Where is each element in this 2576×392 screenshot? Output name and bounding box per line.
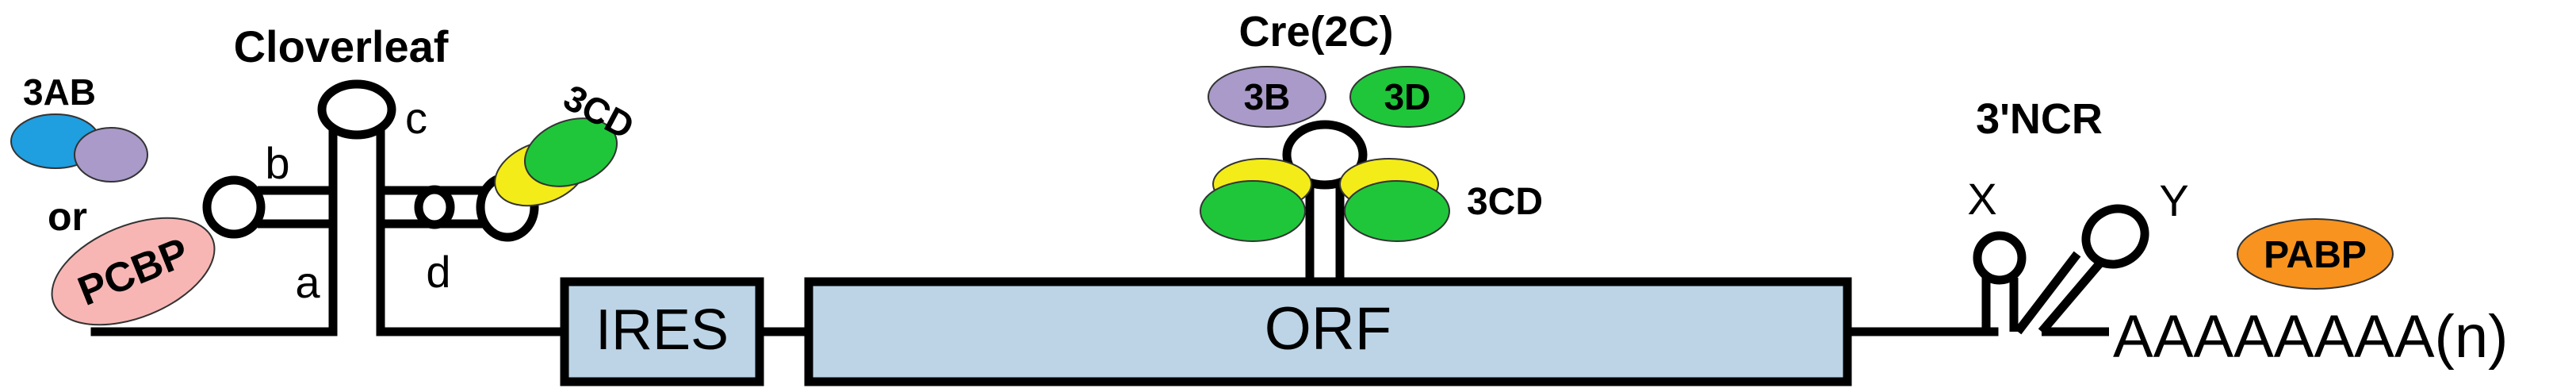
label-3b: 3B [1244,76,1291,117]
label-a: a [295,257,320,307]
label-3d: 3D [1384,76,1431,117]
label-cloverleaf: Cloverleaf [234,21,449,71]
protein-3d [1349,66,1465,128]
protein-3ab-group: 3AB or [10,71,148,239]
label-polya: AAAAAAAA(n) [2113,303,2508,371]
protein-pabp: PABP [2237,218,2394,290]
label-d: d [426,247,450,297]
rna-backbone [90,235,1999,336]
protein-3b [1208,66,1326,128]
label-cre: Cre(2C) [1238,8,1393,56]
label-pabp: PABP [2264,234,2367,276]
label-3cd-center: 3CD [1467,181,1543,223]
protein-pcbp: PCBP [51,217,216,326]
protein-3cd-left: 3CD [494,76,641,207]
label-orf: ORF [1265,295,1391,363]
label-x: X [1967,174,1996,224]
ires-box: IRES [560,277,764,386]
cre-hairpin [1282,120,1368,282]
label-ires: IRES [595,298,729,362]
ncr3-structure [1973,204,2149,336]
label-3ncr: 3'NCR [1976,95,2103,143]
label-y: Y [2159,175,2188,225]
label-3ab: 3AB [23,71,96,113]
label-c: c [405,93,427,143]
protein-3ab-lavender [74,127,148,183]
cloverleaf-structure [202,79,539,242]
orf-box: ORF [804,277,1852,386]
label-or: or [48,194,87,239]
cre-proteins: 3B 3D 3CD [1200,66,1543,242]
label-b: b [265,138,289,188]
